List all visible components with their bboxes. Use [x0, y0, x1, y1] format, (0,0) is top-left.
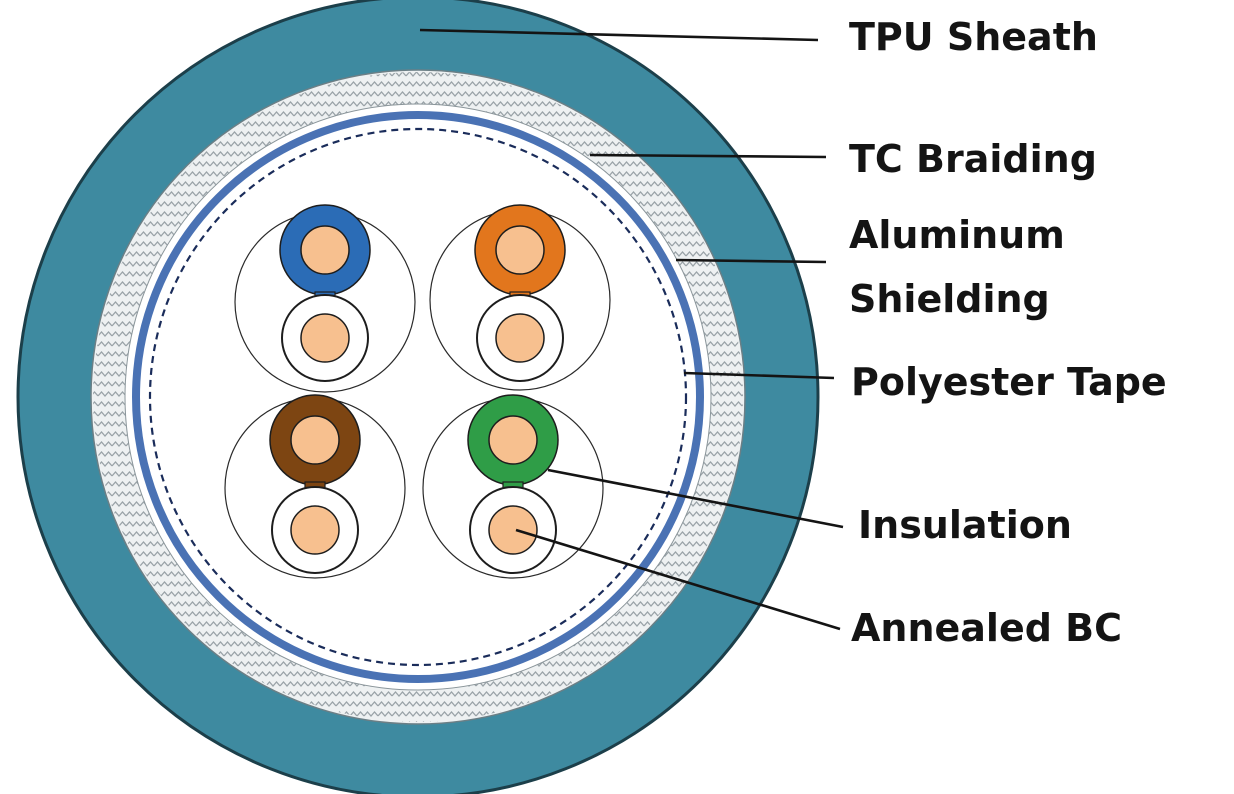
aluminum-shielding [132, 111, 704, 683]
twisted-pair-brown [224, 394, 406, 579]
label-aluminum-shielding-line2: Shielding [849, 277, 1050, 321]
annealed-bc-conductor [488, 505, 538, 555]
twisted-pair-orange [429, 204, 611, 391]
annealed-bc-conductor [495, 313, 545, 363]
leader-insulation [547, 468, 844, 529]
leader-tc-braiding [589, 153, 827, 159]
twisted-pair-blue [234, 204, 416, 393]
annealed-bc-conductor [290, 505, 340, 555]
twisted-pair-green [422, 394, 604, 579]
leader-tpu-sheath [419, 28, 819, 42]
label-insulation: Insulation [858, 503, 1072, 547]
annealed-bc-conductor [300, 313, 350, 363]
label-tpu-sheath: TPU Sheath [849, 15, 1098, 59]
label-aluminum-shielding-line1: Aluminum [849, 213, 1065, 257]
label-polyester-tape: Polyester Tape [851, 360, 1167, 404]
label-tc-braiding: TC Braiding [849, 137, 1097, 181]
annealed-bc-conductor [300, 225, 350, 275]
annealed-bc-conductor [290, 415, 340, 465]
leader-annealed-bc [515, 528, 841, 631]
leader-aluminum-shielding [675, 258, 827, 264]
polyester-tape [148, 127, 688, 667]
leader-polyester-tape [683, 371, 835, 380]
annealed-bc-conductor [495, 225, 545, 275]
annealed-bc-conductor [488, 415, 538, 465]
core-area [142, 121, 694, 673]
label-annealed-bc: Annealed BC [851, 606, 1122, 650]
